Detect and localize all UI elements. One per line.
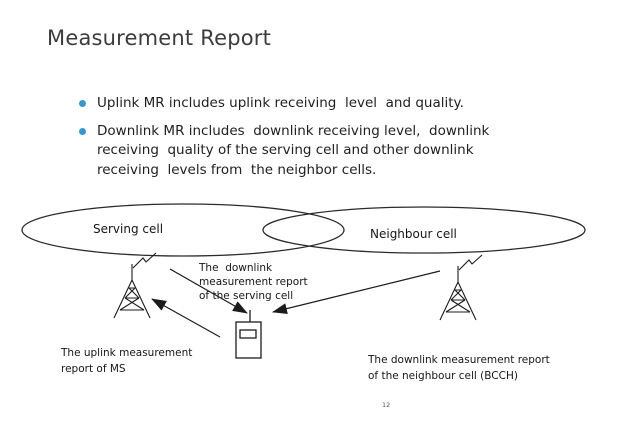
bullet-dot-icon <box>79 127 86 135</box>
uplink-arrow <box>151 298 221 338</box>
page-title: Measurement Report <box>47 26 272 50</box>
downlink-serving-label: The downlink measurement report of the s… <box>199 262 308 302</box>
bullet-text-uplink: Uplink MR includes uplink receiving leve… <box>97 95 464 111</box>
serving-cell-label: Serving cell <box>93 222 164 236</box>
uplink-ms-label: The uplink measurement report of MS <box>61 347 193 375</box>
bullet-item-downlink: Downlink MR includes downlink receiving … <box>79 122 579 181</box>
neighbour-cell-ellipse <box>262 206 586 254</box>
page-number: 12 <box>382 401 391 409</box>
bullet-dot-icon <box>79 100 86 107</box>
bullet-text-downlink: Downlink MR includes downlink receiving … <box>97 122 490 178</box>
neighbour-cell-tower-icon <box>439 254 483 321</box>
zigzag-signal-icon <box>132 252 157 269</box>
neighbour-downlink-arrow <box>272 270 441 315</box>
serving-downlink-arrow <box>169 268 248 314</box>
serving-cell-tower-icon <box>113 252 157 319</box>
neighbour-cell-label: Neighbour cell <box>370 227 457 241</box>
mobile-phone-icon <box>235 310 262 359</box>
serving-cell-ellipse <box>21 203 345 257</box>
bullet-item-uplink: Uplink MR includes uplink receiving leve… <box>79 94 579 114</box>
downlink-neighbour-label: The downlink measurement report of the n… <box>368 354 550 382</box>
zigzag-signal-icon <box>458 254 483 271</box>
bullet-list: Uplink MR includes uplink receiving leve… <box>79 94 579 188</box>
